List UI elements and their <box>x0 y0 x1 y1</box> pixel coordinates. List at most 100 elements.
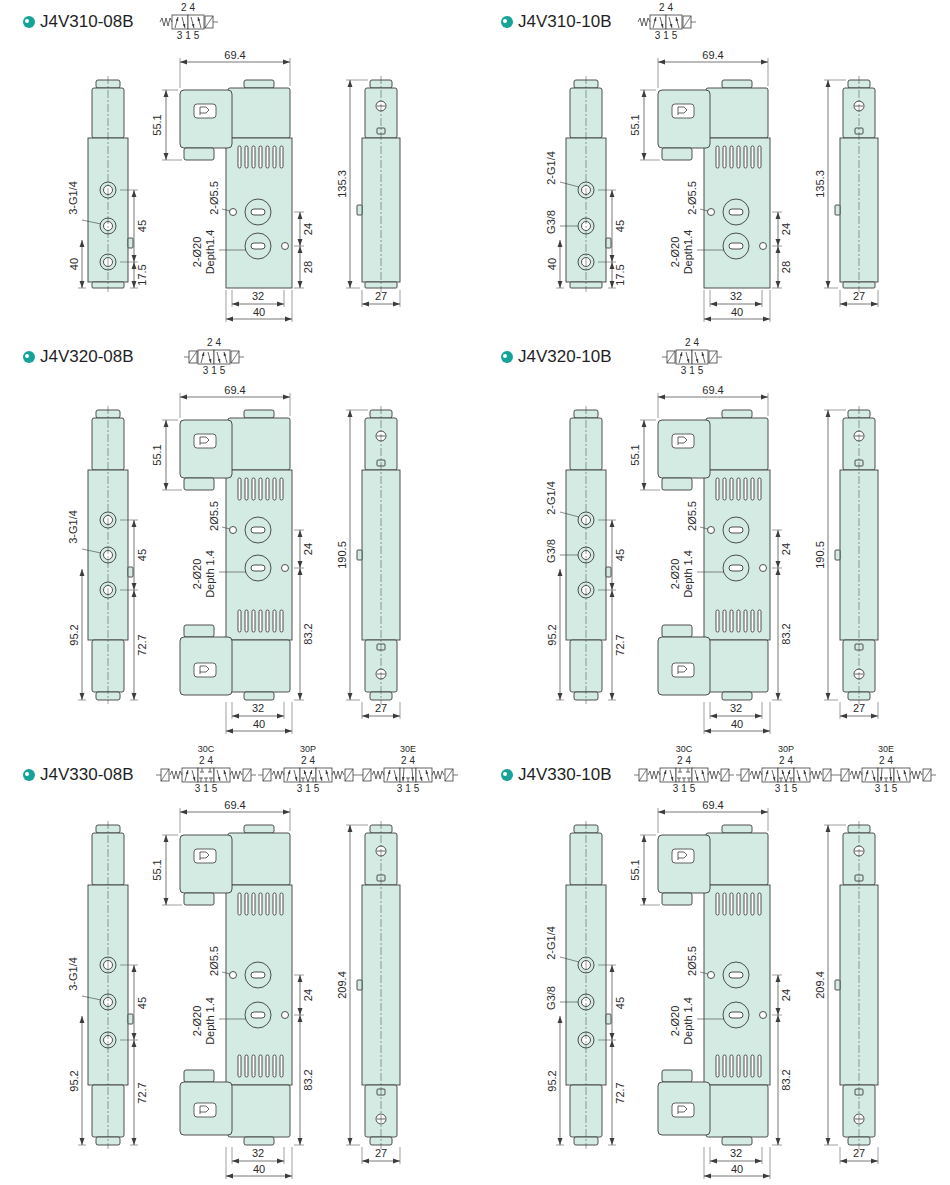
leader-line <box>219 250 246 251</box>
dimension: 69.4 <box>702 799 723 812</box>
blocked-port <box>204 778 208 779</box>
connector-cap <box>244 410 274 418</box>
valve-position <box>862 768 878 782</box>
flow-arrow <box>426 770 429 781</box>
title-bullet <box>501 351 513 363</box>
mounting-seat <box>723 555 749 581</box>
label-holder: 2-Ø20 Depth 1.4 <box>669 546 694 602</box>
dimension: 27 <box>375 290 387 303</box>
label-holder: 40 <box>731 1163 743 1176</box>
body-groove <box>758 478 761 500</box>
spring-symbol <box>648 771 660 779</box>
flow-arrow <box>663 770 666 781</box>
flow-arrow <box>287 770 290 781</box>
label-holder: 24 <box>204 337 224 349</box>
extension-line <box>120 965 138 966</box>
extension-line <box>232 1147 233 1164</box>
extension-line <box>346 410 368 411</box>
dimension-line <box>300 568 301 700</box>
body-groove <box>730 478 733 500</box>
extension-line <box>294 530 304 531</box>
label-holder: 24 <box>298 755 318 767</box>
function-code: 30P <box>778 744 794 754</box>
dimension: 24 <box>780 543 793 555</box>
extension-line <box>762 702 763 719</box>
body-groove <box>280 893 283 915</box>
flow-arrow <box>865 770 868 781</box>
dimension: 40 <box>253 1163 265 1176</box>
extension-line <box>824 410 846 411</box>
flow-arrow <box>765 770 768 781</box>
label-holder: 32 <box>730 702 742 715</box>
label-holder: 72.7 <box>136 634 149 655</box>
solenoid-symbol <box>445 769 453 781</box>
valve-position <box>676 768 692 782</box>
mounting-tab <box>835 550 840 560</box>
body-groove <box>259 478 262 500</box>
solenoid-symbol <box>709 351 717 363</box>
center-line <box>859 76 860 292</box>
label-holder: 40 <box>731 306 743 319</box>
plug-icon <box>672 104 694 118</box>
dimension-line <box>612 965 613 1040</box>
solenoid-lead <box>358 775 363 776</box>
blocked-port <box>311 778 315 779</box>
dimension-line <box>300 530 301 568</box>
label-holder: 69.4 <box>224 384 245 397</box>
solenoid-housing <box>706 88 768 138</box>
solenoid-symbol <box>841 769 849 781</box>
label-holder: 28 <box>780 261 793 273</box>
solenoid-symbol <box>721 769 729 781</box>
blocked-port <box>687 778 691 779</box>
title-bullet <box>503 772 507 776</box>
label-holder: 315 <box>872 783 901 795</box>
dimension: 40 <box>253 306 265 319</box>
center-line <box>108 821 109 1149</box>
valve-position <box>676 350 692 364</box>
label-holder: 95.2 <box>68 624 81 645</box>
plug-gland <box>184 148 214 160</box>
center-line <box>381 76 382 292</box>
body-groove <box>723 478 726 500</box>
flow-arrow <box>676 17 679 28</box>
body-groove <box>245 1055 248 1077</box>
dimension: 190.5 <box>336 541 349 569</box>
extension-line <box>598 590 616 591</box>
connector-cap <box>722 80 752 88</box>
extension-line <box>710 290 711 307</box>
solenoid-symbol <box>823 769 831 781</box>
label-holder: 40 <box>253 306 265 319</box>
plug-gland <box>184 893 214 905</box>
extension-line <box>162 490 182 491</box>
body-groove <box>758 610 761 632</box>
body-groove <box>744 1055 747 1077</box>
label-holder: 315 <box>678 365 707 377</box>
label-holder: 2-G1/4 <box>545 151 558 185</box>
label-holder: 2-Ø20 Depth 1.4 <box>669 993 694 1049</box>
dimension-line <box>828 80 829 288</box>
dimension: 72.7 <box>136 634 149 655</box>
flow-arrow <box>904 770 907 781</box>
label-holder: 40 <box>731 718 743 731</box>
leader-line <box>697 250 724 251</box>
dimension-line <box>362 304 400 305</box>
valve-position <box>316 768 332 782</box>
port-numbers: 315 <box>772 783 801 795</box>
extension-line <box>640 905 660 906</box>
label-holder: 209.4 <box>336 971 349 999</box>
plug-icon <box>678 666 687 674</box>
body-groove <box>266 1055 269 1077</box>
leader-line <box>219 572 246 573</box>
solenoid-lead <box>836 775 841 776</box>
extension-line <box>292 702 293 734</box>
plug-gland <box>662 625 692 637</box>
blocked-port <box>686 772 690 773</box>
port-numbers: 24 <box>178 2 198 14</box>
label-holder: J4V330-08B <box>40 765 134 785</box>
solenoid-symbol <box>639 769 647 781</box>
dimension: 209.4 <box>336 971 349 999</box>
spring-symbol <box>910 771 922 779</box>
dimension-line <box>612 590 613 700</box>
port-numbers: 24 <box>204 337 224 349</box>
